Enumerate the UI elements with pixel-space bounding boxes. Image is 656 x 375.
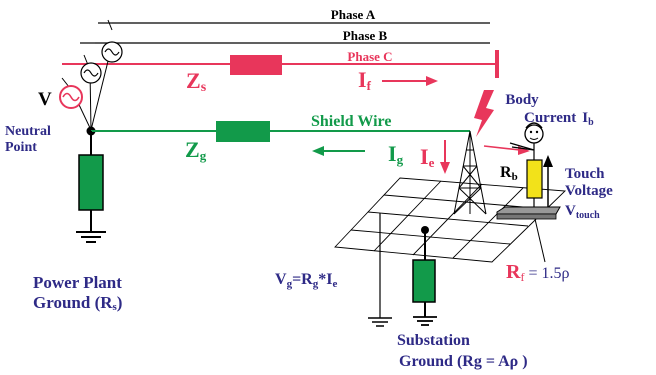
shield-wire-label: Shield Wire <box>311 113 391 130</box>
rf-pointer <box>534 218 546 263</box>
zg-label: Zg <box>185 137 207 163</box>
zs-label: Zs <box>186 68 207 95</box>
transmission-tower-icon <box>453 130 487 215</box>
if-arrow <box>382 76 438 86</box>
phase-c-label: Phase C <box>347 49 392 64</box>
ig-label: Ig <box>388 141 404 167</box>
zs-impedance <box>230 55 282 75</box>
vg-equation: Vg=Rg*Ie <box>275 271 337 290</box>
power-plant-label-line1: Power Plant <box>33 273 122 292</box>
power-plant-ground: Power Plant Ground (Rs) <box>33 131 122 313</box>
phase-lines: Phase A Phase B Phase C <box>78 7 499 78</box>
ig-arrow <box>312 146 365 156</box>
if-label: If <box>358 67 372 93</box>
touch-voltage-symbol: Vtouch <box>565 203 600 221</box>
ie-label: Ie <box>420 144 435 170</box>
foot-plate <box>496 206 561 215</box>
rf-label: Rf = 1.5ρ <box>506 261 569 284</box>
substation-label-line2: Ground (Rg = Aρ ) <box>399 353 528 370</box>
rb-label: Rb <box>500 164 518 183</box>
generator: V <box>38 19 123 131</box>
source-phase-a-icon <box>101 41 123 63</box>
source-phase-b-icon <box>80 62 102 84</box>
fault-bolt-icon <box>474 90 494 137</box>
rb-body-resistor <box>526 159 543 199</box>
grid-outline <box>334 177 567 263</box>
touch-voltage-line1: Touch <box>565 166 605 182</box>
rs-resistor <box>78 154 104 211</box>
touch-voltage-arrow <box>543 155 553 207</box>
source-voltage-label: V <box>38 89 52 110</box>
body-current-line1: Body <box>505 92 539 108</box>
substation-label-line1: Substation <box>397 332 470 349</box>
substation-ground: Substation Ground (Rg = Aρ ) <box>397 226 528 370</box>
source-phase-c-icon <box>59 85 83 109</box>
touch-voltage-line2: Voltage <box>565 183 613 199</box>
zg-impedance <box>216 121 270 142</box>
phase-a-label: Phase A <box>331 7 376 22</box>
power-plant-label-line2: Ground (Rs) <box>33 293 122 313</box>
ie-arrow <box>440 140 450 174</box>
neutral-point: Neutral Point <box>5 124 96 155</box>
grid-ground-stake <box>368 213 392 327</box>
neutral-label-line1: Neutral <box>5 124 51 139</box>
phase-b-label: Phase B <box>343 28 388 43</box>
rg-resistor <box>412 259 436 303</box>
neutral-label-line2: Point <box>5 140 37 155</box>
